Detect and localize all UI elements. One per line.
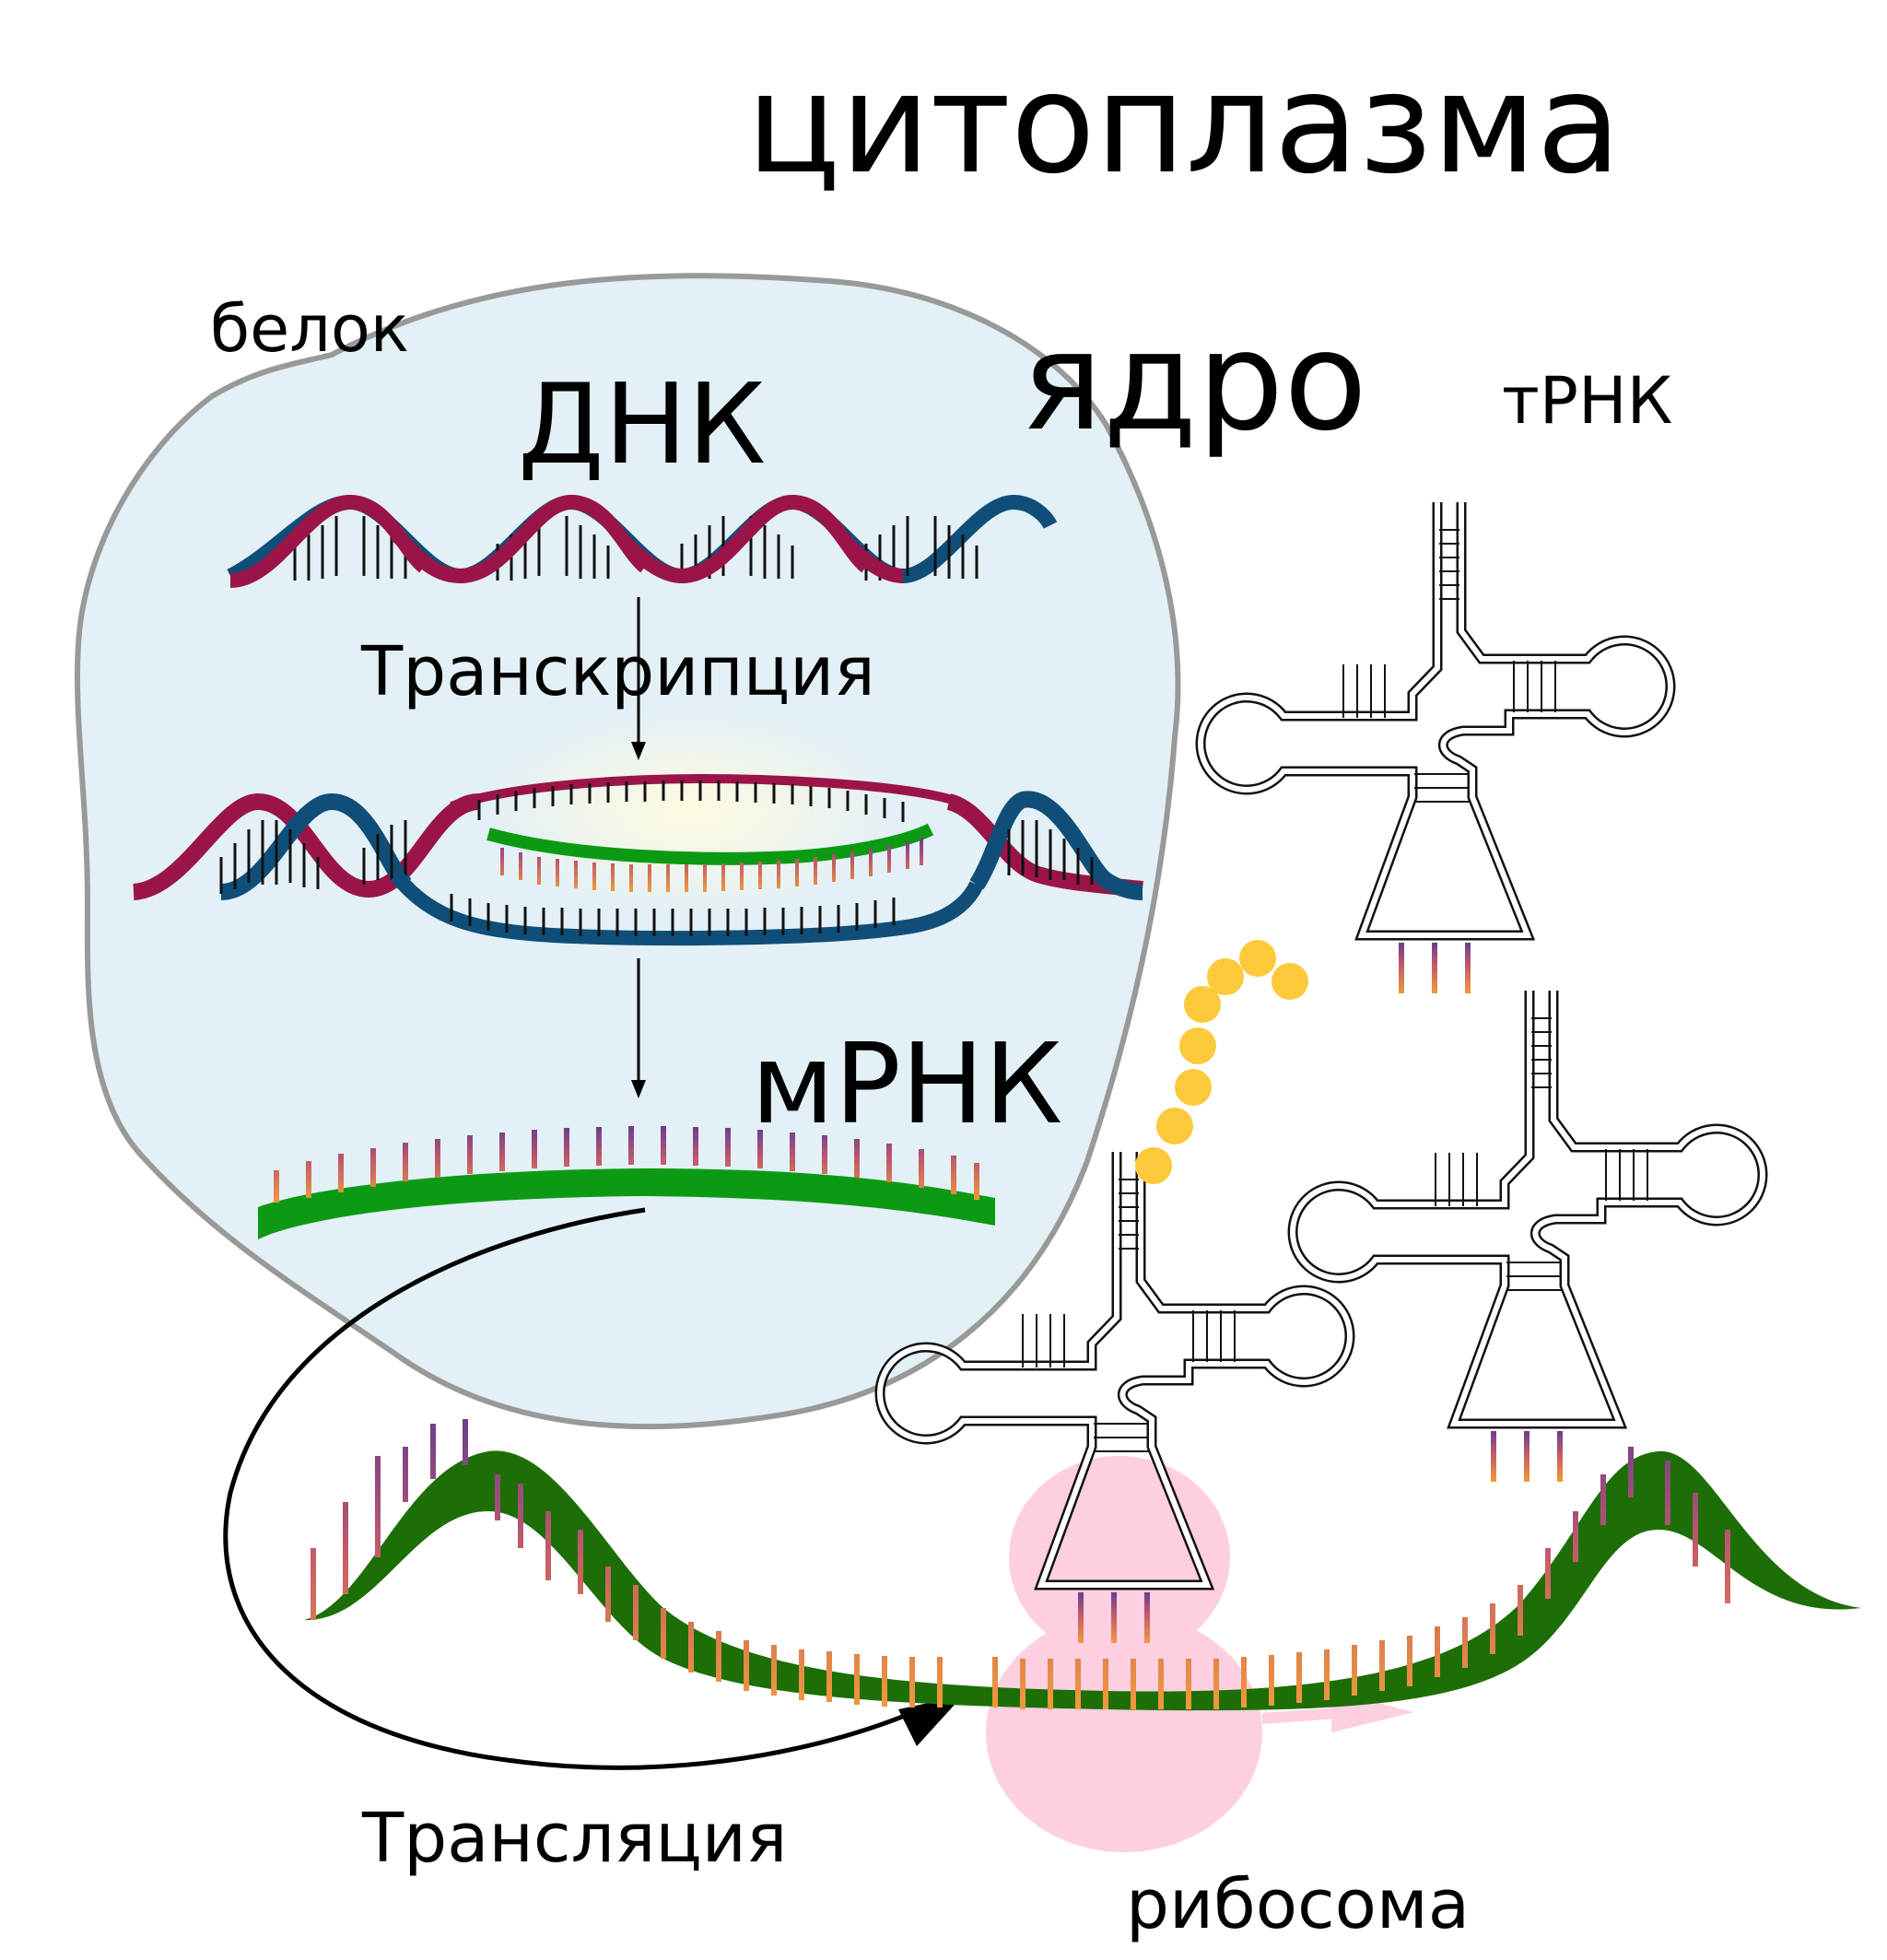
trna-right	[1293, 991, 1763, 1482]
amino-acid-chain	[1135, 940, 1308, 1184]
dna-helix	[227, 494, 1058, 588]
transcription-label: Транскрипция	[361, 632, 875, 711]
transcription-bubble	[132, 773, 1143, 945]
arrow-translation	[223, 1207, 932, 1770]
translation-label: Трансляция	[362, 1799, 788, 1878]
cytoplasm-mrna	[304, 1419, 1861, 1711]
mrna-strand	[258, 1126, 995, 1239]
nucleus-label: ядро	[1021, 302, 1367, 461]
cytoplasm-label: цитоплазма	[746, 44, 1622, 205]
protein-label: белок	[210, 291, 410, 367]
trna-top	[1201, 502, 1670, 993]
dna-label: ДНК	[518, 361, 767, 489]
trna-label: тРНК	[1502, 363, 1673, 439]
ribosome	[986, 1456, 1414, 1852]
mrna-label: мРНК	[751, 1021, 1063, 1149]
ribosome-label: рибосома	[1126, 1865, 1471, 1944]
